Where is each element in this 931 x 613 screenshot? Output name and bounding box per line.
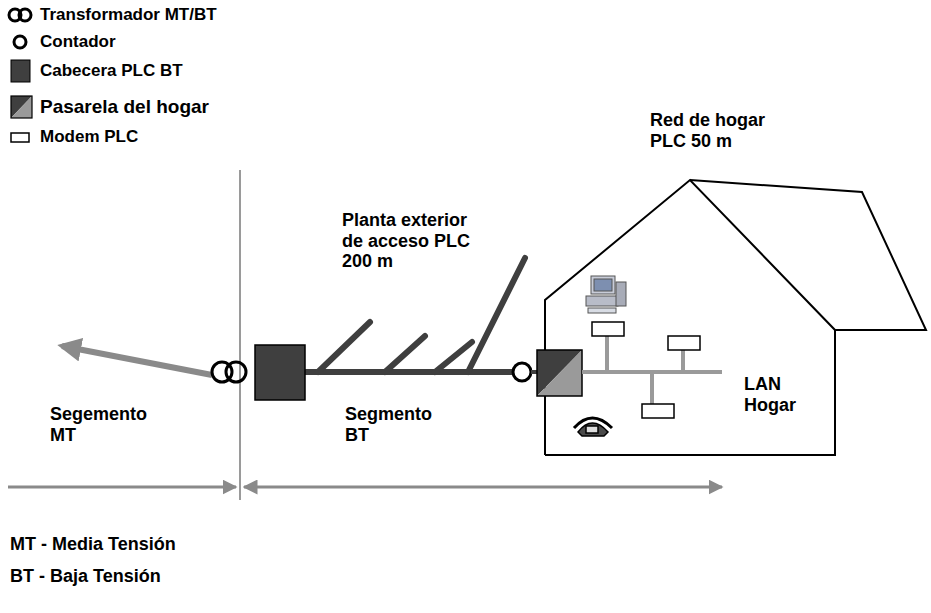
legend-swatch bbox=[6, 29, 36, 55]
legend-text: Cabecera PLC BT bbox=[40, 58, 183, 84]
legend-text: Pasarela del hogar bbox=[40, 94, 209, 120]
transformer-symbol bbox=[212, 362, 246, 382]
abbreviation-note: BT - Baja Tensión bbox=[10, 566, 161, 587]
region-label: Segmento BT bbox=[345, 404, 450, 445]
legend-color-swatch bbox=[11, 60, 30, 82]
meter-symbol bbox=[513, 363, 531, 381]
region-label: Segemento MT bbox=[50, 404, 155, 445]
plc-head-unit bbox=[255, 345, 305, 400]
region-label: Planta exterior de acceso PLC 200 m bbox=[342, 210, 474, 272]
computer-icon bbox=[586, 276, 626, 313]
home-gateway bbox=[537, 350, 582, 396]
legend-swatch bbox=[6, 2, 36, 28]
mt-segment-arrow bbox=[8, 486, 236, 489]
house-outline bbox=[545, 180, 926, 455]
legend-swatch bbox=[6, 124, 36, 150]
region-label: LAN Hogar bbox=[744, 374, 802, 415]
legend-text: Transformador MT/BT bbox=[40, 2, 217, 28]
telephone-icon bbox=[574, 418, 612, 436]
abbreviation-note: MT - Media Tensión bbox=[10, 534, 176, 555]
outdoor-plant-lines bbox=[305, 258, 525, 372]
legend-swatch bbox=[6, 58, 36, 84]
plc-modems bbox=[592, 322, 700, 418]
segment-divider bbox=[239, 170, 241, 500]
mt-feed-arrow bbox=[62, 346, 212, 375]
home-lan-bus bbox=[582, 336, 722, 404]
region-label: Red de hogar PLC 50 m bbox=[650, 110, 768, 151]
legend-text: Contador bbox=[40, 29, 116, 55]
legend-swatch bbox=[6, 94, 36, 120]
meter-link bbox=[531, 370, 537, 374]
legend-text: Modem PLC bbox=[40, 124, 138, 150]
bt-segment-arrow bbox=[244, 486, 722, 489]
